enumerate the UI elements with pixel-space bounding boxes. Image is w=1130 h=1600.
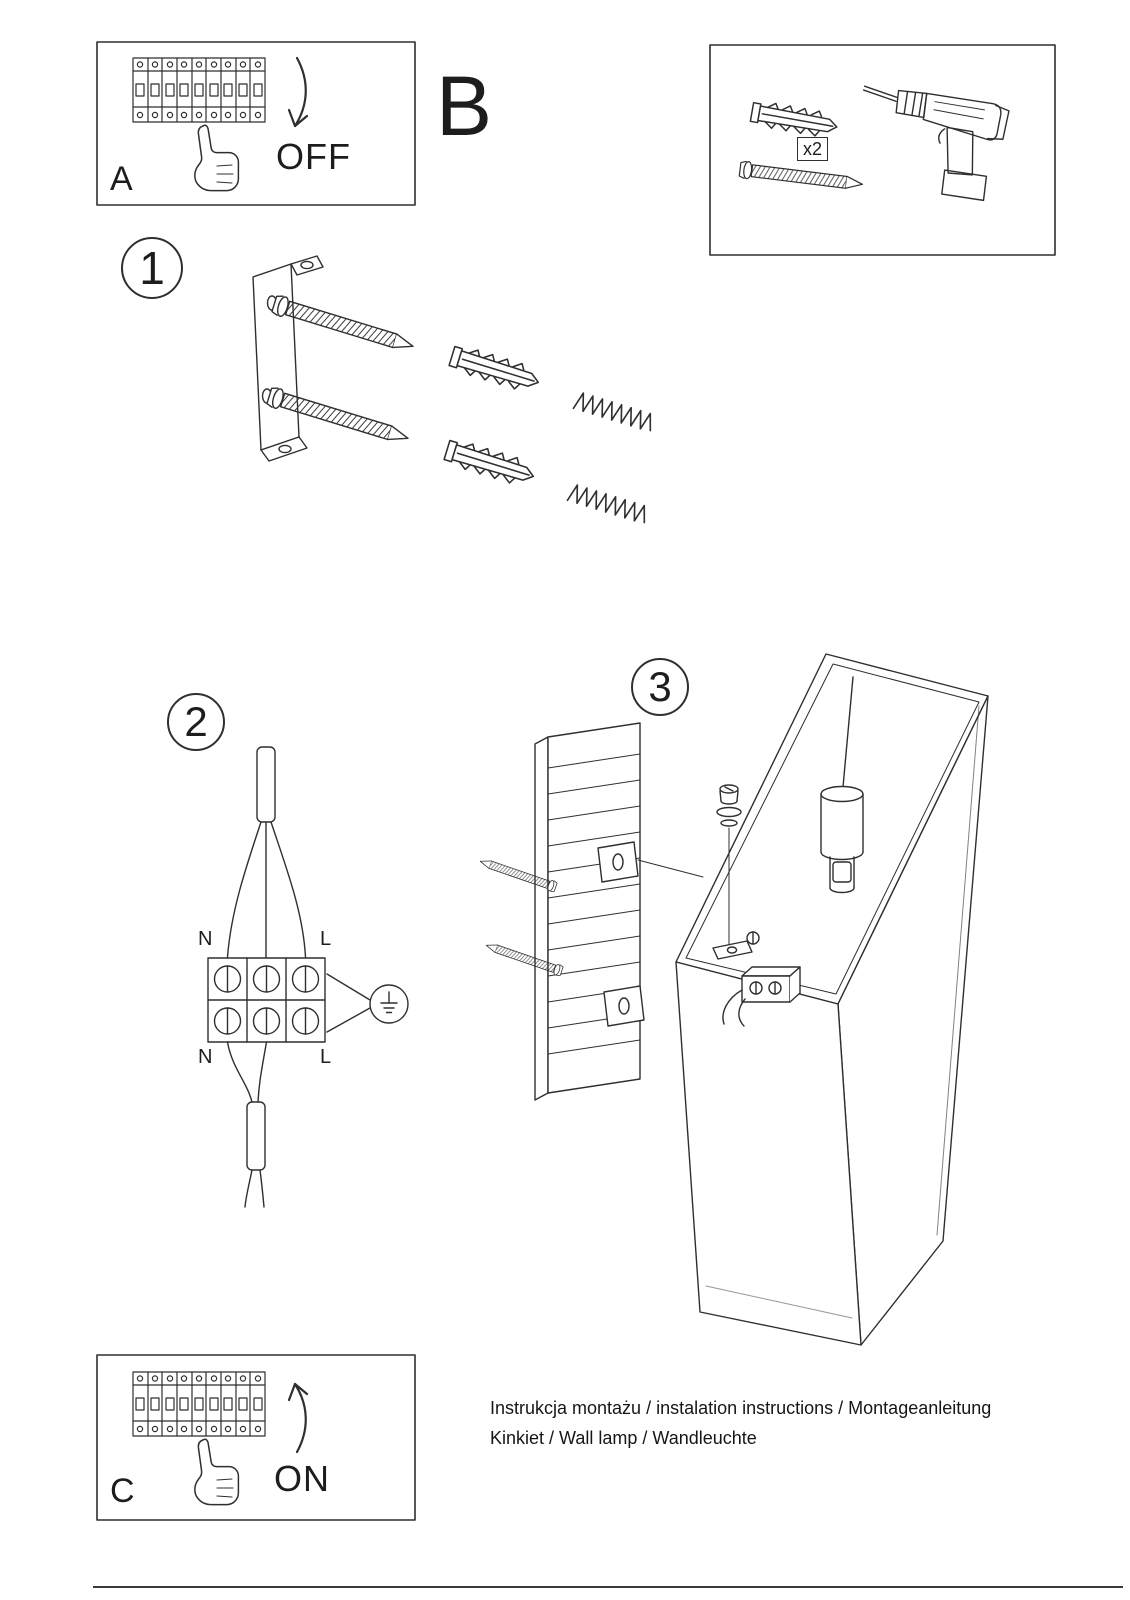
wire-label-l-bottom: L	[320, 1046, 332, 1068]
pointing-hand-a	[194, 124, 240, 192]
wire-label-l-top: L	[320, 928, 332, 950]
step3-number: 3	[648, 663, 672, 710]
fixing-screw-washers	[712, 784, 753, 960]
screw-thread-1	[572, 390, 656, 433]
power-cable-bottom	[226, 1041, 268, 1208]
wall-plug-b	[749, 98, 840, 141]
page-bottom-rule	[93, 1586, 1123, 1588]
wire-label-n-bottom: N	[198, 1046, 213, 1068]
quantity-badge: x2	[797, 137, 829, 161]
screw-thread-2	[566, 482, 650, 525]
off-arrow-icon	[287, 56, 309, 128]
terminal-block	[207, 957, 326, 1043]
panel-c-frame	[96, 1354, 416, 1521]
power-cable-top	[226, 746, 307, 958]
step3-badge-circle	[631, 658, 689, 716]
ground-symbol	[326, 973, 409, 1033]
off-label: OFF	[276, 136, 351, 177]
on-label: ON	[274, 1458, 330, 1499]
drill-icon	[862, 85, 1010, 202]
wall-plug-2	[442, 436, 538, 490]
screw-b	[738, 160, 865, 194]
lamp-socket	[820, 676, 864, 894]
panel-a-label: A	[110, 160, 133, 198]
breaker-panel-c	[132, 1371, 266, 1437]
panel-b-frame	[709, 44, 1056, 256]
step1-badge-circle	[121, 237, 183, 299]
pointing-hand-c	[194, 1438, 240, 1506]
step2-badge-circle	[167, 693, 225, 751]
panel-c-label: C	[110, 1472, 135, 1510]
footer-product-line: Kinkiet / Wall lamp / Wandleuchte	[490, 1428, 757, 1448]
lamp-body	[675, 653, 989, 1346]
breaker-panel-a	[132, 57, 266, 123]
mounting-bracket	[252, 255, 324, 462]
wire-label-n-top: N	[198, 928, 213, 950]
on-arrow-icon	[287, 1382, 309, 1454]
panel-a-frame	[96, 41, 416, 206]
wall-plate	[534, 722, 645, 1101]
footer-instructions-line: Instrukcja montażu / instalation instruc…	[490, 1398, 992, 1418]
assembly-guide-line	[637, 859, 704, 878]
panel-b-label: B	[436, 59, 493, 153]
step2-number: 2	[184, 698, 208, 745]
lamp-terminal-block	[722, 931, 801, 1027]
step1-number: 1	[139, 242, 165, 294]
wall-plug-1	[447, 342, 543, 396]
